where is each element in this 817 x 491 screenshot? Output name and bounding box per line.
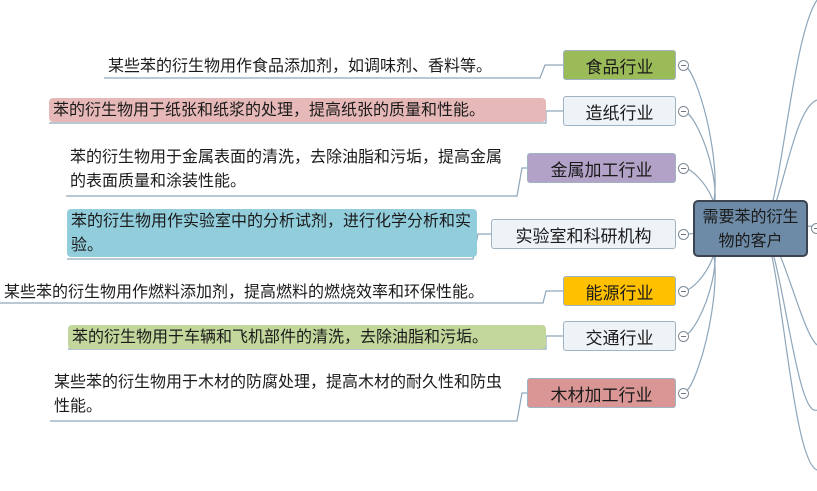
leaf-connector: [66, 167, 527, 197]
branch-label: 交通行业: [585, 328, 654, 349]
leaf-paper-desc[interactable]: 苯的衍生物用于纸张和纸浆的处理，提高纸张的质量和性能。: [49, 98, 546, 122]
branch-transport[interactable]: 交通行业: [563, 321, 676, 351]
collapse-toggle-icon[interactable]: [811, 223, 817, 234]
branch-label: 食品行业: [585, 57, 654, 78]
offscreen-branch-connector: [759, 227, 817, 471]
leaf-lab-desc[interactable]: 苯的衍生物用作实验室中的分析试剂，进行化学分析和实验。: [67, 209, 477, 257]
collapse-toggle-icon[interactable]: [678, 388, 689, 399]
leaf-connector: [49, 110, 563, 124]
branch-label: 能源行业: [585, 283, 654, 304]
leaf-connector: [0, 290, 563, 304]
branch-label: 金属加工行业: [550, 160, 653, 181]
branch-metal[interactable]: 金属加工行业: [527, 153, 676, 183]
leaf-connector: [68, 335, 563, 350]
branch-energy[interactable]: 能源行业: [563, 276, 676, 306]
leaf-food-desc[interactable]: 某些苯的衍生物用作食品添加剂，如调味剂、香料等。: [108, 56, 493, 75]
collapse-toggle-icon[interactable]: [678, 331, 689, 342]
leaf-wood-desc[interactable]: 某些苯的衍生物用于木材的防腐处理，提高木材的耐久性和防虫性能。: [54, 372, 503, 415]
collapse-toggle-icon[interactable]: [678, 229, 689, 240]
branch-label: 木材加工行业: [550, 385, 653, 406]
leaf-transport-desc[interactable]: 苯的衍生物用于车辆和飞机部件的清洗，去除油脂和污垢。: [68, 325, 546, 349]
root-node[interactable]: 需要苯的衍生物的客户: [693, 200, 808, 257]
root-label: 需要苯的衍生物的客户: [702, 206, 799, 250]
branch-paper[interactable]: 造纸行业: [563, 96, 676, 126]
branch-wood[interactable]: 木材加工行业: [527, 378, 676, 408]
leaf-energy-desc[interactable]: 某些苯的衍生物用作燃料添加剂，提高燃料的燃烧效率和环保性能。: [4, 282, 485, 301]
offscreen-branch-connector: [759, 0, 817, 229]
branch-label: 实验室和科研机构: [515, 226, 652, 247]
branch-lab[interactable]: 实验室和科研机构: [491, 219, 676, 249]
branch-label: 造纸行业: [585, 103, 654, 124]
collapse-toggle-icon[interactable]: [678, 286, 689, 297]
leaf-connector: [104, 64, 563, 79]
collapse-toggle-icon[interactable]: [678, 163, 689, 174]
collapse-toggle-icon[interactable]: [678, 106, 689, 117]
leaf-metal-desc[interactable]: 苯的衍生物用于金属表面的清洗，去除油脂和污垢，提高金属的表面质量和涂装性能。: [70, 147, 503, 190]
collapse-toggle-icon[interactable]: [678, 60, 689, 71]
leaf-connector: [50, 392, 527, 422]
branch-food[interactable]: 食品行业: [563, 50, 676, 80]
